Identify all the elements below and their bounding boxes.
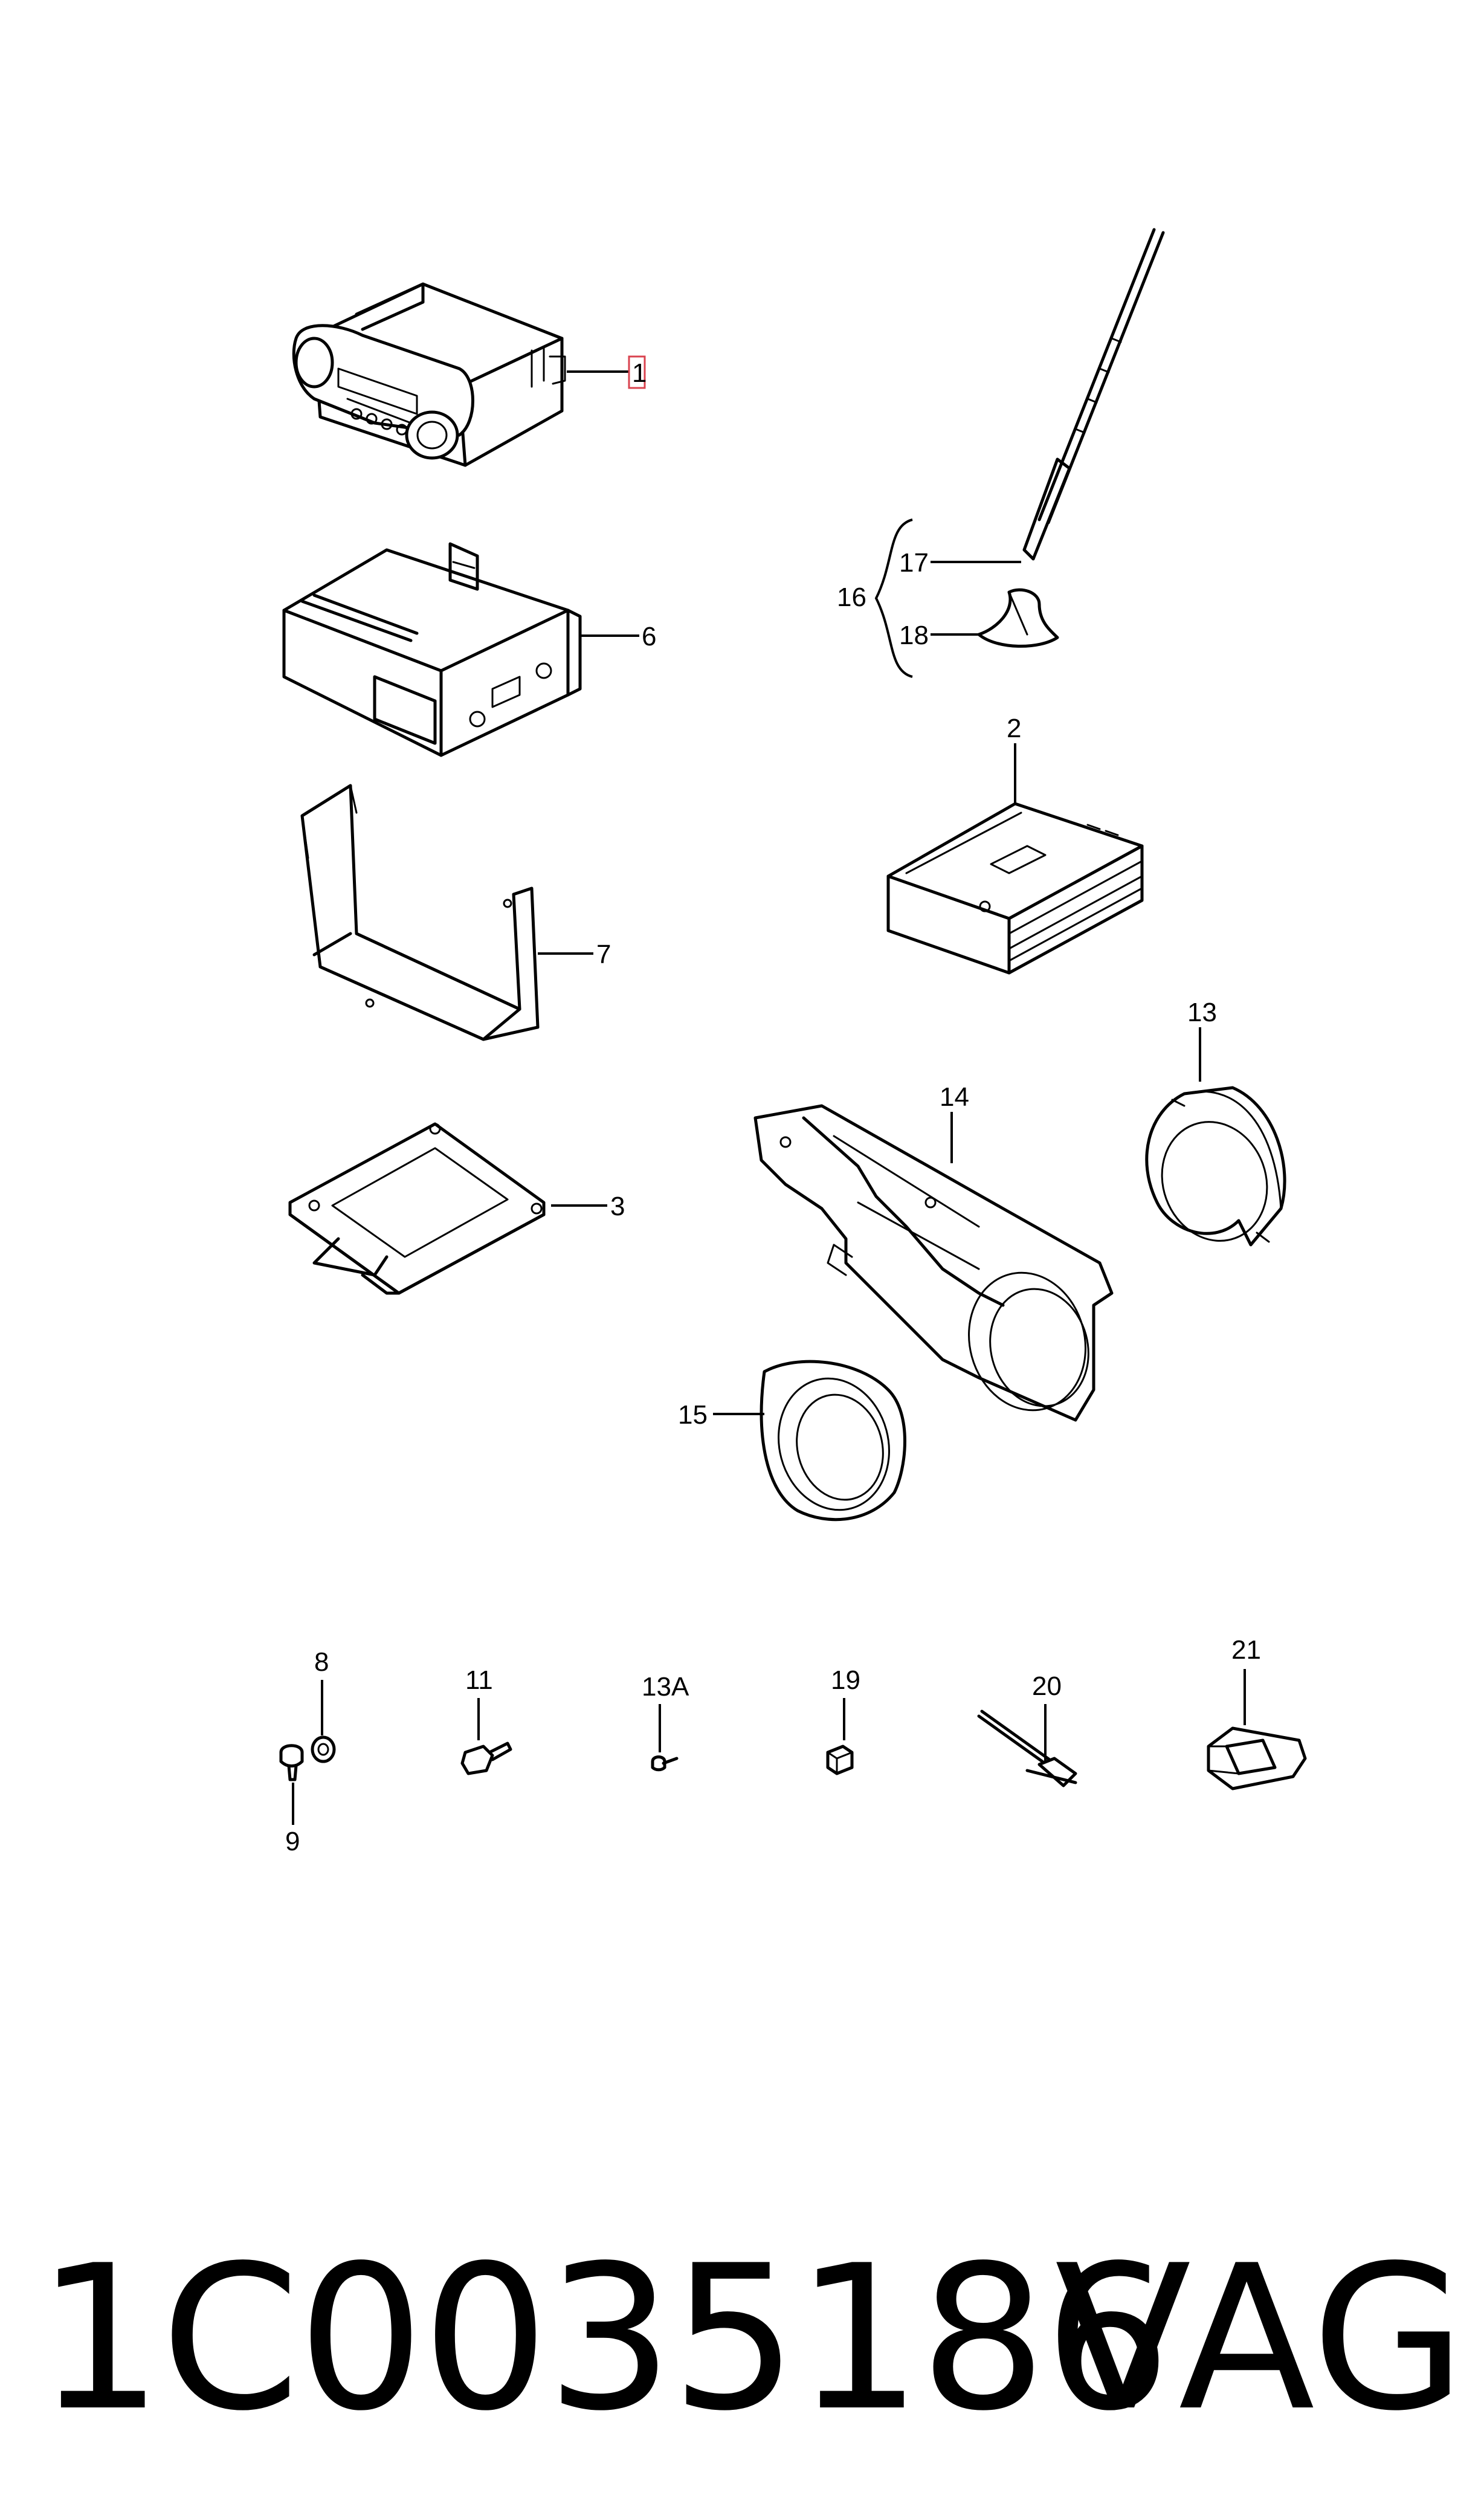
highlight-box-1: [628, 355, 646, 389]
bracket-16: [874, 518, 913, 678]
part-number: 1C0035186: [36, 2223, 1171, 2455]
label-20: 20: [1032, 1671, 1062, 1701]
radio-head-unit: [292, 282, 566, 467]
label-2: 2: [1007, 714, 1021, 743]
label-8: 8: [314, 1647, 329, 1677]
speaker-ring: [1145, 1086, 1286, 1247]
screw-13a: [651, 1755, 679, 1772]
speaker-bracket: [753, 1104, 1114, 1422]
label-19: 19: [831, 1665, 860, 1695]
bolt-11: [460, 1742, 512, 1775]
exploded-view-drawing: 1 6 7 3: [279, 228, 1307, 1856]
label-3: 3: [610, 1192, 625, 1221]
label-16: 16: [837, 583, 866, 612]
label-17: 17: [899, 548, 929, 578]
brand-name: VAG: [1054, 2223, 1466, 2455]
u-bracket: [300, 784, 540, 1041]
label-21: 21: [1231, 1635, 1261, 1665]
label-13a: 13A: [642, 1672, 689, 1702]
label-13: 13: [1187, 998, 1217, 1027]
label-9: 9: [285, 1827, 300, 1856]
label-11: 11: [465, 1665, 493, 1695]
washer-8: [311, 1735, 336, 1763]
label-15: 15: [678, 1400, 708, 1430]
label-18: 18: [899, 621, 929, 650]
speaker-ring-lower: [760, 1360, 906, 1522]
footer: 1C0035186 VAG: [0, 2212, 1484, 2465]
label-14: 14: [940, 1082, 969, 1112]
screw-9: [279, 1744, 304, 1781]
antenna-mast: [1022, 228, 1165, 561]
cd-changer: [282, 542, 582, 757]
bracket-21: [1207, 1726, 1307, 1790]
clip-19: [826, 1745, 854, 1775]
cable-tie-20: [977, 1709, 1077, 1787]
antenna-base: [977, 588, 1059, 648]
label-7: 7: [596, 940, 611, 969]
label-6: 6: [642, 622, 656, 651]
amplifier: [886, 802, 1144, 975]
mounting-plate: [288, 1122, 546, 1295]
label-1: 1: [632, 358, 647, 388]
